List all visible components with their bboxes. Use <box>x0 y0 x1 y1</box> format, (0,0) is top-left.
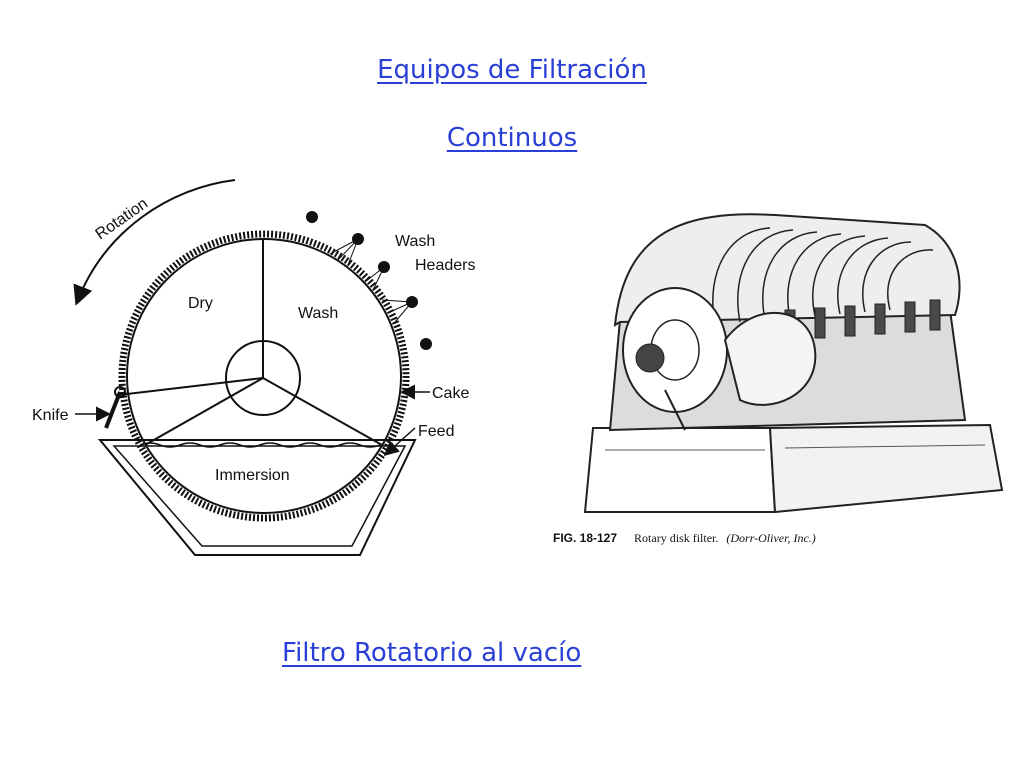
wash-headers <box>306 211 432 350</box>
fig-credit: (Dorr-Oliver, Inc.) <box>726 531 815 545</box>
slurry-level <box>139 442 381 448</box>
svg-text:FIG. 18-127 Rotary disk fi: FIG. 18-127 Rotary disk filter. (Dorr-Ol… <box>553 531 816 545</box>
wash-headers-label-line2: Headers <box>415 257 475 274</box>
knife-blade <box>104 391 122 429</box>
fig-text: Rotary disk filter. <box>634 531 718 545</box>
immersion-zone-label: Immersion <box>215 467 290 484</box>
wash-headers-label-line1: Wash <box>395 233 435 250</box>
rotary-disk-filter-photo: FIG. 18-127 Rotary disk filter. (Dorr-Ol… <box>553 213 1004 545</box>
fig-number: FIG. 18-127 <box>553 531 617 545</box>
rotary-drum-diagram: Rotation Knife Dry Wash Immersion Wash H… <box>32 179 475 556</box>
rotation-label: Rotation <box>93 195 152 243</box>
slide-subtitle: Continuos <box>446 123 578 153</box>
feed-trough <box>97 439 417 556</box>
drum-cake-layer <box>118 230 410 522</box>
dry-zone-label: Dry <box>188 295 213 312</box>
feed-label: Feed <box>418 423 454 440</box>
rotation-arrow <box>73 179 236 306</box>
slide-title: Equipos de Filtración <box>377 55 647 85</box>
cake-label: Cake <box>432 385 469 402</box>
knife-label: Knife <box>32 407 69 424</box>
bottom-caption: Filtro Rotatorio al vacío <box>282 638 582 668</box>
drum <box>126 238 402 514</box>
wash-zone-label: Wash <box>298 305 338 322</box>
